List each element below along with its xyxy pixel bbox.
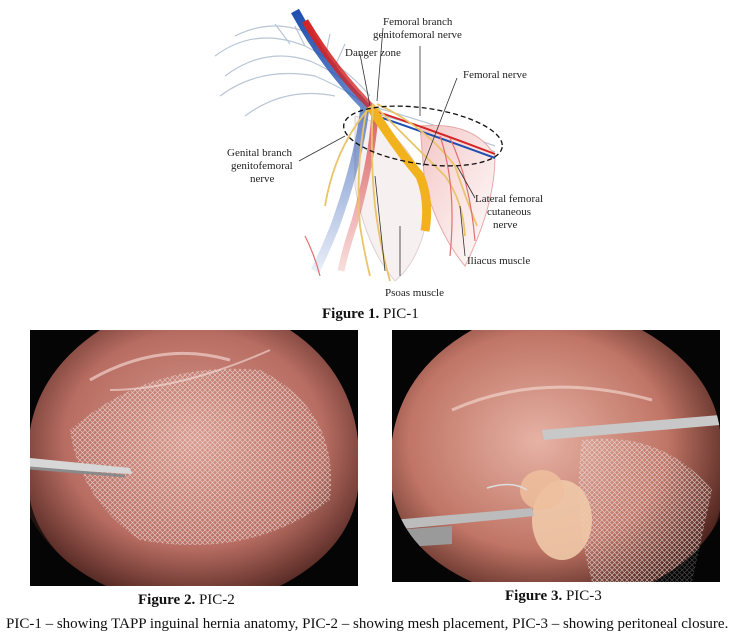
needle-holder-instrument [542, 415, 720, 440]
label-genital-branch: Genital branch [227, 147, 293, 159]
figure-3-caption-text: PIC-3 [562, 588, 602, 604]
iliacus-muscle-shape [419, 124, 496, 267]
figure-2-caption: Figure 2. PIC-2 [138, 592, 235, 609]
label-femoral-branch-2: genitofemoral nerve [373, 29, 462, 41]
figure-3-caption-label: Figure 3. [505, 588, 563, 604]
figure-2-photo [30, 330, 358, 586]
label-lateral-femoral-3: nerve [493, 219, 518, 231]
danger-zone-ellipse [343, 105, 503, 167]
label-danger-zone: Danger zone [345, 47, 401, 59]
figure-1-illustration: Femoral branch genitofemoral nerve Dange… [195, 6, 555, 306]
label-genital-branch-3: nerve [250, 173, 275, 185]
label-lateral-femoral-2: cutaneous [487, 206, 531, 218]
footer-caption: PIC-1 – showing TAPP inguinal hernia ana… [6, 616, 729, 632]
label-genital-branch-2: genitofemoral [231, 160, 293, 172]
label-femoral-branch: Femoral branch [383, 16, 453, 28]
label-femoral-nerve: Femoral nerve [463, 69, 527, 81]
laparoscopic-image-closure [392, 330, 720, 582]
figure-3-photo [392, 330, 720, 582]
femoral-nerve-shape [366, 103, 432, 232]
label-psoas: Psoas muscle [385, 287, 444, 299]
figure-1-caption-text: PIC-1 [379, 306, 419, 322]
figure-1-caption: Figure 1. PIC-1 [322, 306, 419, 323]
vein-shape [291, 8, 370, 274]
label-iliacus: Iliacus muscle [467, 255, 530, 267]
figure-3-caption: Figure 3. PIC-3 [505, 588, 602, 605]
grasper-instrument-lower [392, 508, 534, 530]
label-lateral-femoral: Lateral femoral [475, 193, 543, 205]
grasper-instrument [30, 458, 132, 474]
figure-2-caption-text: PIC-2 [195, 592, 235, 608]
leader-lines [298, 27, 476, 276]
laparoscopic-image-mesh [30, 330, 358, 586]
anatomy-diagram: Femoral branch genitofemoral nerve Dange… [214, 8, 543, 299]
figure-1-caption-label: Figure 1. [322, 306, 380, 322]
figure-2-caption-label: Figure 2. [138, 592, 196, 608]
